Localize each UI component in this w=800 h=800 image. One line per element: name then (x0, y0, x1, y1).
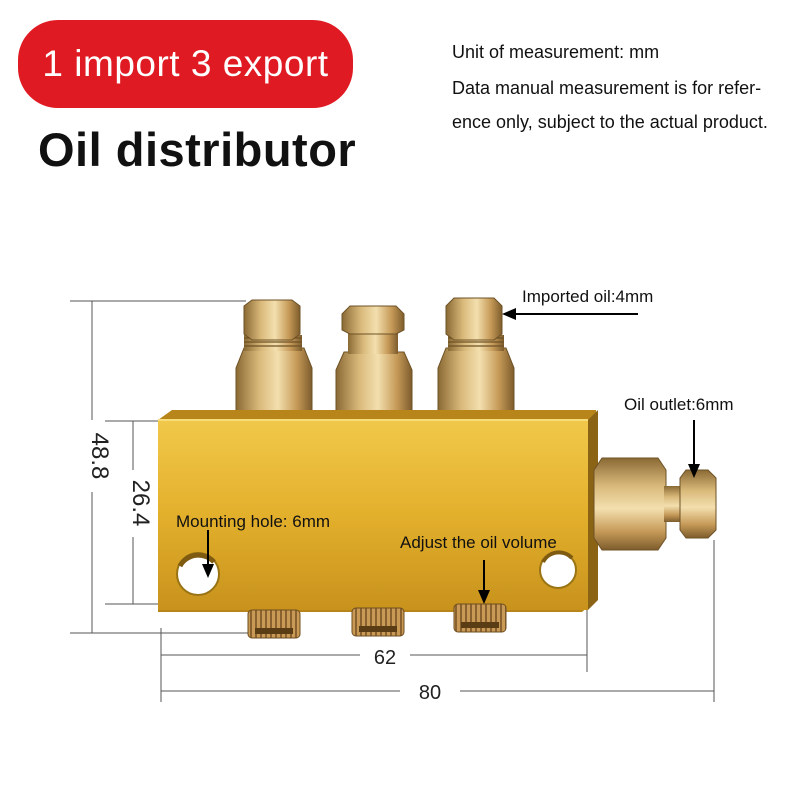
distributor-block (158, 410, 598, 612)
height-total-dimension: 48.8 (86, 433, 113, 480)
dimension-lines (70, 300, 715, 702)
mounting-hole-left (176, 552, 220, 596)
adjust-screw-middle (351, 607, 405, 637)
adjust-screw-left (247, 609, 301, 639)
disclaimer-line-1: Data manual measurement is for refer- (452, 78, 762, 98)
inlet-fitting-left (235, 299, 313, 426)
unit-note: Unit of measurement: mm (452, 42, 660, 62)
product-badge: 1 import 3 export (18, 20, 353, 108)
inlet-fitting-middle (335, 305, 413, 426)
imported-oil-label: Imported oil:4mm (522, 287, 653, 306)
mounting-hole-right (539, 550, 577, 589)
outlet-fitting (593, 457, 717, 551)
height-block-dimension: 26.4 (127, 480, 154, 527)
width-holes-dimension: 62 (374, 647, 396, 669)
disclaimer-line-2: ence only, subject to the actual product… (452, 112, 768, 132)
callout-arrows (202, 308, 700, 604)
adjust-screw-right (453, 603, 507, 633)
oil-outlet-label: Oil outlet:6mm (624, 395, 734, 414)
adjust-volume-label: Adjust the oil volume (400, 533, 557, 552)
mounting-hole-label: Mounting hole: 6mm (176, 512, 330, 531)
width-total-dimension: 80 (419, 682, 441, 704)
inlet-fitting-right (437, 297, 515, 426)
product-title: Oil distributor (38, 123, 357, 176)
